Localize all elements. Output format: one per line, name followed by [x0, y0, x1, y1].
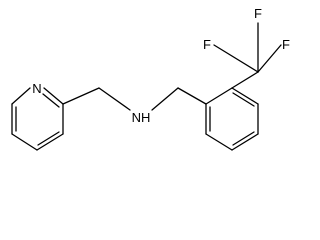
trifluoromethyl-group: [213, 22, 282, 89]
bond: [151, 87, 179, 111]
bond: [231, 87, 259, 105]
bond: [37, 131, 60, 146]
bond: [232, 92, 255, 107]
chemical-structure-diagram: N NH F F F: [11, 6, 290, 151]
bond: [98, 87, 131, 111]
bond: [42, 93, 60, 108]
fluorine-left-label: F: [203, 37, 211, 52]
bond: [36, 133, 64, 151]
benzene-ring: [205, 87, 259, 151]
linker-chain: [62, 87, 207, 111]
bond: [62, 87, 100, 105]
pyridine-ring: [11, 87, 64, 151]
bond: [232, 131, 255, 146]
bond: [177, 87, 207, 105]
fluorine-right-label: F: [282, 37, 290, 52]
bond: [257, 44, 282, 73]
bond: [231, 71, 259, 89]
bond: [231, 133, 259, 151]
bond: [213, 44, 259, 73]
fluorine-top-label: F: [254, 6, 262, 21]
amine-nh-label: NH: [132, 110, 151, 125]
bond: [205, 87, 233, 105]
bond: [11, 87, 31, 105]
bond: [205, 133, 233, 151]
pyridine-nitrogen-label: N: [32, 81, 41, 96]
bond: [11, 133, 38, 151]
bond: [43, 87, 64, 105]
